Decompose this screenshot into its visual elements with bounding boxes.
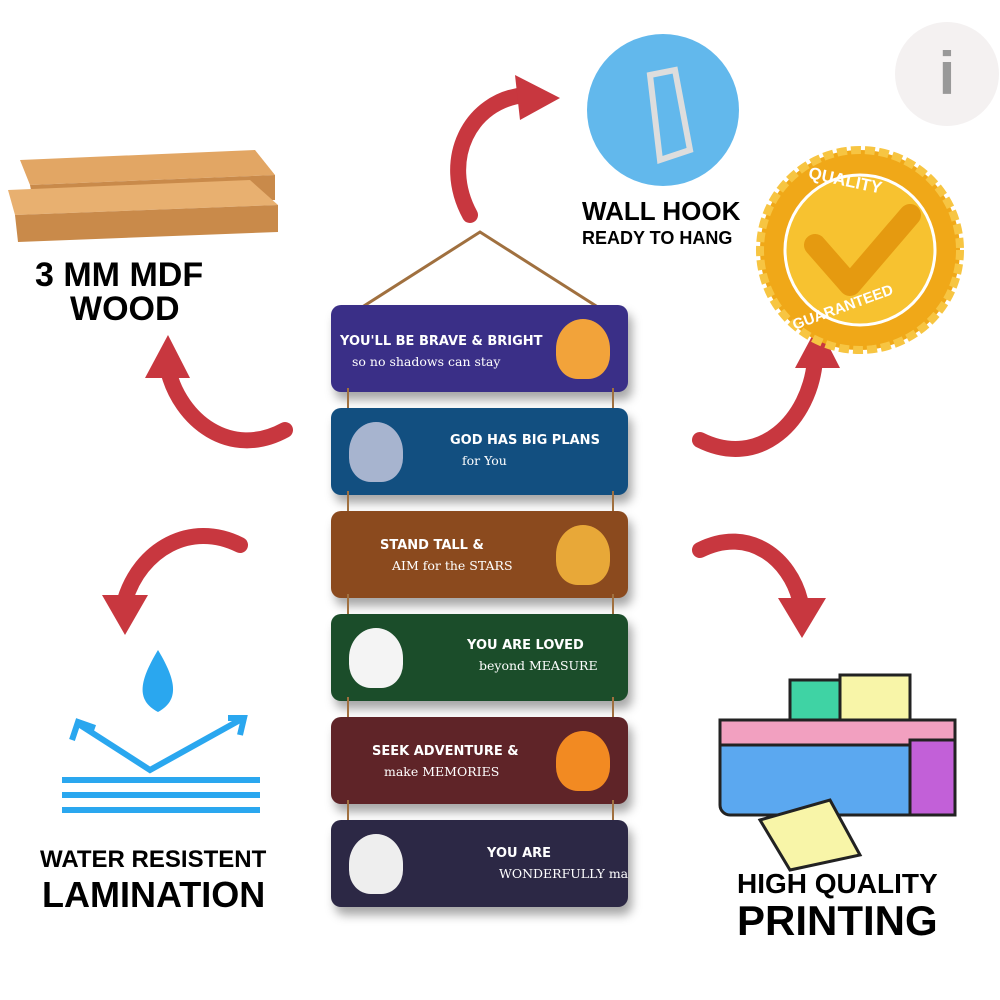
- arrow-to-quality: [692, 352, 823, 457]
- brand-logo: i: [895, 22, 999, 126]
- elephant-illustration: [349, 422, 403, 482]
- lamination-line1: WATER RESISTENT: [40, 846, 267, 873]
- plaque-line2: WONDERFULLY made: [499, 866, 628, 881]
- plaque-elephant: GOD HAS BIG PLANS for You: [331, 408, 628, 495]
- plaque-panda: YOU ARE LOVED beyond MEASURE: [331, 614, 628, 701]
- hanging-cord: [347, 594, 349, 624]
- plaque-line1: YOU ARE LOVED: [467, 638, 584, 653]
- plaque-giraffe: STAND TALL & AIM for the STARS: [331, 511, 628, 598]
- hanging-cord: [612, 697, 614, 727]
- arrow-to-lamination: [117, 528, 248, 608]
- plaque-lion: YOU'LL BE BRAVE & BRIGHT so no shadows c…: [331, 305, 628, 392]
- plaque-line2: for You: [462, 453, 507, 468]
- wall-hook-icon: [587, 34, 739, 186]
- hanging-cord: [347, 491, 349, 521]
- plaque-line2: so no shadows can stay: [352, 354, 501, 369]
- tiger-illustration: [556, 731, 610, 791]
- hanging-cord: [612, 594, 614, 624]
- plaque-line1: YOU ARE: [487, 846, 552, 861]
- giraffe-illustration: [556, 525, 610, 585]
- panda-illustration: [349, 628, 403, 688]
- lamination-line2: LAMINATION: [42, 874, 266, 915]
- plaque-line1: STAND TALL &: [380, 538, 484, 553]
- printing-line1: HIGH QUALITY: [737, 868, 938, 899]
- arrow-to-hook: [450, 87, 533, 223]
- plaque-line2: AIM for the STARS: [392, 558, 513, 573]
- hook-subtitle: READY TO HANG: [582, 228, 733, 248]
- hanging-cord: [347, 800, 349, 830]
- plaque-line1: YOU'LL BE BRAVE & BRIGHT: [340, 334, 543, 349]
- plaque-line1: SEEK ADVENTURE &: [372, 744, 519, 759]
- plaque-tiger: SEEK ADVENTURE & make MEMORIES: [331, 717, 628, 804]
- lion-illustration: [556, 319, 610, 379]
- hook-title: WALL HOOK: [582, 196, 741, 226]
- hanging-cord: [612, 491, 614, 521]
- zebra-illustration: [349, 834, 403, 894]
- plaque-line2: beyond MEASURE: [479, 658, 598, 673]
- plaque-line1: GOD HAS BIG PLANS: [450, 433, 600, 448]
- hanging-cord: [347, 388, 349, 418]
- quality-badge-icon: [756, 146, 964, 354]
- printer-icon: [718, 673, 957, 872]
- arrow-to-wood: [160, 362, 293, 449]
- hanging-cord: [612, 800, 614, 830]
- hanging-cord: [347, 697, 349, 727]
- water-drop-icon: [62, 650, 260, 813]
- arrow-to-printing: [692, 533, 808, 608]
- wood-label-line2: WOOD: [70, 290, 180, 328]
- wood-label-line1: 3 MM MDF: [35, 256, 204, 294]
- plaque-zebra: YOU ARE WONDERFULLY made: [331, 820, 628, 907]
- printing-line2: PRINTING: [737, 897, 938, 944]
- wood-planks-icon: [8, 150, 278, 242]
- plaque-line2: make MEMORIES: [384, 764, 500, 779]
- hanging-cord: [612, 388, 614, 418]
